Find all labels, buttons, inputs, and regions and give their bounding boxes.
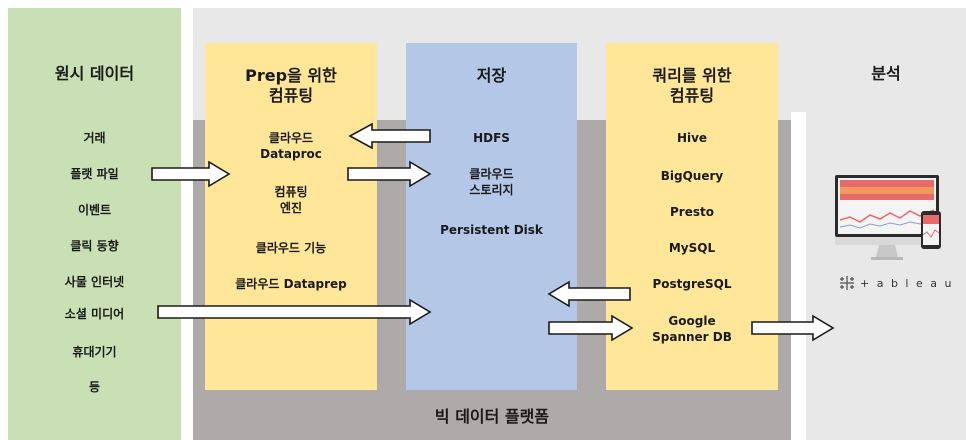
platform-divider: [791, 112, 806, 440]
raw-data-panel: [8, 8, 181, 440]
big-data-platform-title: 빅 데이터 플랫폼: [434, 407, 550, 426]
raw-item: 등: [88, 380, 101, 394]
query-compute-column: [606, 43, 778, 390]
prep-item: 클라우드 기능: [255, 241, 327, 255]
arrow-right-icon: [751, 314, 835, 342]
arrow-right-icon: [347, 160, 432, 188]
raw-item: 휴대기기: [72, 345, 117, 359]
prep-item: 클라우드 Dataprep: [235, 277, 347, 291]
query-item: Hive: [676, 131, 708, 145]
arrow-left-icon: [348, 122, 431, 150]
storage-title: 저장: [476, 66, 507, 85]
raw-item: 소셜 미디어: [64, 307, 125, 321]
arrow-right-icon: [548, 314, 634, 342]
query-compute-title: 쿼리를 위한 컴퓨팅: [652, 66, 732, 105]
monitor-and-phone-icon: [835, 175, 941, 260]
query-item: Google Spanner DB: [652, 314, 732, 344]
prep-compute-title: Prep을 위한 컴퓨팅: [245, 66, 337, 105]
query-item: PostgreSQL: [652, 277, 732, 291]
raw-item: 플랫 파일: [70, 167, 119, 181]
tableau-logo-text: + a b l e a u: [860, 277, 954, 290]
raw-item: 클릭 동향: [70, 239, 119, 253]
arrow-right-icon: [151, 160, 231, 188]
storage-item: HDFS: [473, 131, 510, 145]
raw-item: 사물 인터넷: [64, 275, 125, 289]
query-item: MySQL: [668, 241, 716, 255]
storage-item: Persistent Disk: [440, 223, 543, 237]
arrow-right-icon: [157, 298, 432, 326]
analysis-title: 분석: [871, 64, 901, 83]
prep-item: 컴퓨팅 엔진: [274, 185, 308, 215]
prep-compute-column: [205, 43, 377, 390]
query-item: Presto: [670, 205, 714, 219]
raw-data-title: 원시 데이터: [54, 64, 135, 83]
raw-item: 거래: [83, 131, 106, 145]
arrow-left-icon: [547, 280, 631, 308]
storage-item: 클라우드 스토리지: [469, 167, 514, 197]
tableau-logo-icon: [840, 276, 854, 290]
query-item: BigQuery: [660, 169, 724, 183]
raw-item: 이벤트: [77, 203, 112, 217]
prep-item: 클라우드 Dataproc: [260, 131, 322, 161]
